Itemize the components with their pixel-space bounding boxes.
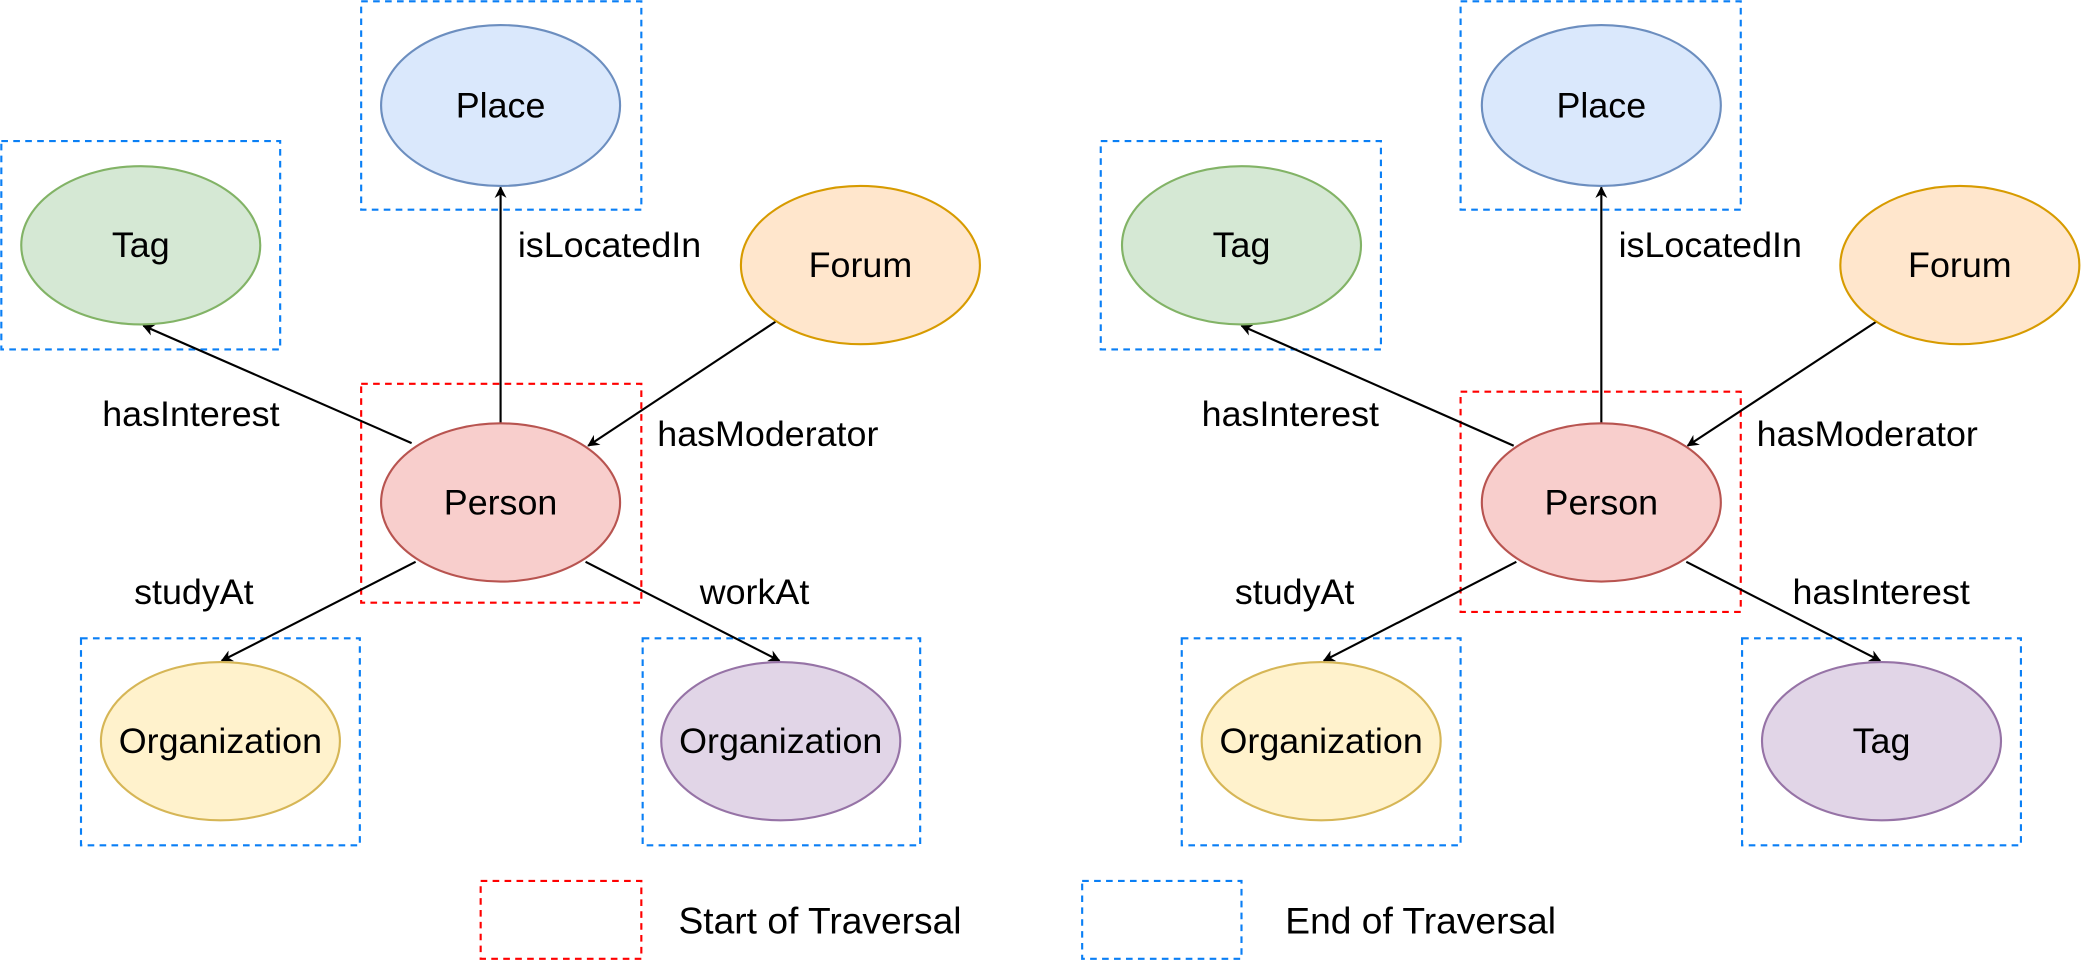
node-label: Tag <box>112 225 170 265</box>
node-organization-study: Organization <box>99 660 341 822</box>
edge-to-tag <box>142 324 413 445</box>
legend: Start of Traversal End of Traversal <box>479 879 1556 960</box>
edge-to-bottom-right <box>585 560 781 662</box>
left-diagram: Place Tag Forum Person Organization Orga… <box>0 0 981 847</box>
node-label: Tag <box>1213 225 1271 265</box>
end-frame-place <box>360 0 643 211</box>
edge-from-forum <box>1686 320 1877 447</box>
edge-label-hasmoderator: hasModerator <box>657 414 878 454</box>
right-diagram: Place Tag Forum Person Organization Tag … <box>1099 0 2081 847</box>
legend-start-label: Start of Traversal <box>679 900 962 942</box>
edge-label-islocatedin: isLocatedIn <box>518 225 701 265</box>
edge-label-hasinterest: hasInterest <box>102 394 279 434</box>
edge-from-forum <box>587 320 777 447</box>
edge-label-hasinterest-2: hasInterest <box>1793 572 1970 612</box>
node-organization-study: Organization <box>1200 660 1442 822</box>
edge-to-bottom-right <box>1685 560 1882 662</box>
node-label: Tag <box>1853 721 1911 761</box>
edge-label-hasmoderator: hasModerator <box>1757 414 1978 454</box>
edge-label-islocatedin: isLocatedIn <box>1619 225 1802 265</box>
edge-to-bottom-left <box>1322 560 1517 662</box>
legend-end-swatch <box>1081 879 1243 960</box>
node-tag: Tag <box>1120 165 1363 326</box>
end-frame-tag <box>1099 140 1382 351</box>
node-forum: Forum <box>1839 184 2081 346</box>
edge-to-tag <box>1240 324 1515 447</box>
end-frame-bottom-right <box>641 637 922 847</box>
node-label: Forum <box>1908 245 2012 285</box>
node-tag-interest: Tag <box>1760 660 2003 822</box>
node-forum: Forum <box>739 184 981 346</box>
node-label: Place <box>456 86 546 126</box>
start-frame-person <box>360 382 643 604</box>
node-place: Place <box>1480 24 1722 188</box>
node-label: Organization <box>1220 721 1423 761</box>
node-person: Person <box>1480 422 1722 583</box>
edge-label-hasinterest: hasInterest <box>1202 394 1379 434</box>
node-tag: Tag <box>20 165 262 326</box>
edge-label-studyat: studyAt <box>134 572 254 612</box>
node-label: Place <box>1557 86 1647 126</box>
end-frame-place <box>1459 0 1742 211</box>
node-label: Organization <box>119 721 322 761</box>
node-place: Place <box>380 24 622 188</box>
node-label: Forum <box>809 245 913 285</box>
end-frame-bottom-right <box>1741 637 2022 847</box>
node-person: Person <box>380 422 622 583</box>
node-organization-work: Organization <box>660 660 902 822</box>
node-label: Person <box>444 483 558 523</box>
end-frame-bottom-left <box>1180 637 1462 847</box>
edge-label-workat: workAt <box>699 572 810 612</box>
node-label: Organization <box>679 721 882 761</box>
legend-end-label: End of Traversal <box>1285 900 1556 942</box>
edge-to-bottom-left <box>220 560 417 662</box>
end-frame-bottom-left <box>79 637 361 847</box>
node-label: Person <box>1545 483 1659 523</box>
edge-label-studyat: studyAt <box>1235 572 1355 612</box>
legend-start-swatch <box>479 879 643 960</box>
end-frame-tag <box>0 140 282 351</box>
